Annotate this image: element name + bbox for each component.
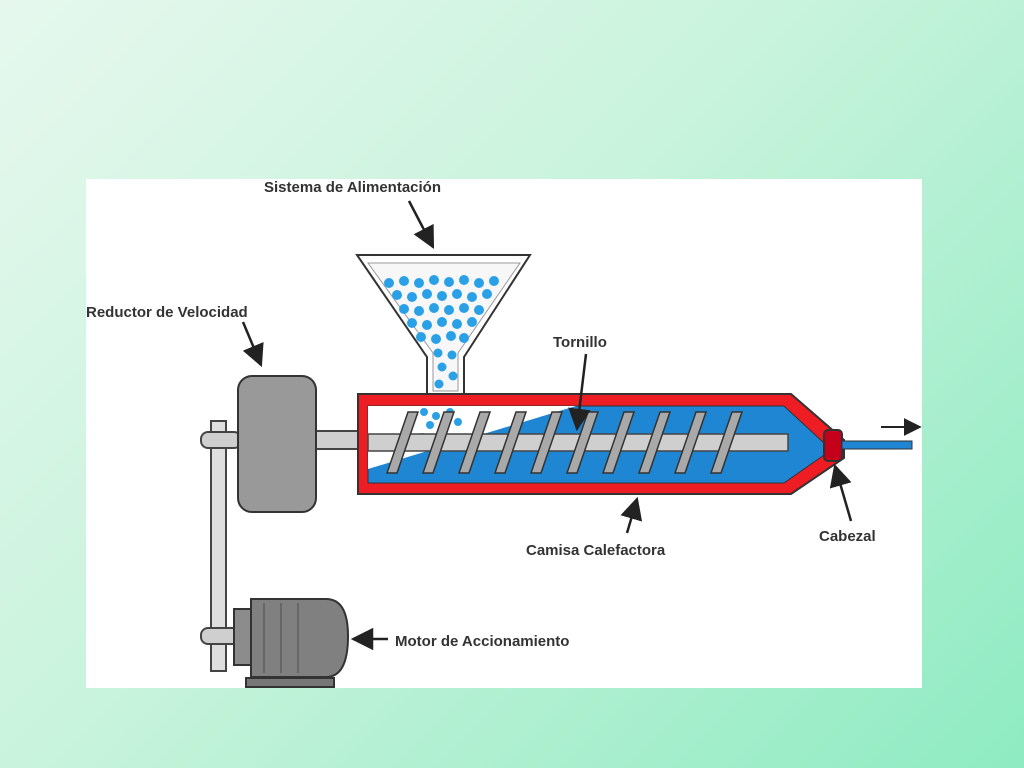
arrow-icon (620, 496, 643, 534)
label-speed-reducer: Reductor de Velocidad (86, 304, 248, 321)
label-drive-motor: Motor de Accionamiento (395, 633, 569, 650)
label-head: Cabezal (819, 528, 876, 545)
label-screw: Tornillo (553, 334, 607, 351)
extrudate (841, 440, 913, 450)
diagram-panel: Sistema de Alimentación Reductor de Velo… (86, 179, 922, 688)
label-heating-jacket: Camisa Calefactora (526, 542, 666, 559)
screw-flights (385, 411, 744, 474)
label-feed-system: Sistema de Alimentación (264, 179, 441, 196)
speed-reducer (237, 375, 317, 513)
die-head (823, 429, 843, 462)
arrow-icon (568, 353, 591, 432)
extruder-diagram: Sistema de Alimentación Reductor de Velo… (86, 179, 922, 688)
hopper-inner (367, 262, 521, 392)
arrow-icon (407, 200, 435, 249)
upper-shaft-stub (200, 431, 242, 449)
arrow-icon (829, 463, 853, 522)
drive-belt (210, 420, 227, 672)
arrow-icon (241, 321, 264, 368)
drive-motor (233, 598, 350, 688)
hopper-pellets (384, 275, 499, 389)
